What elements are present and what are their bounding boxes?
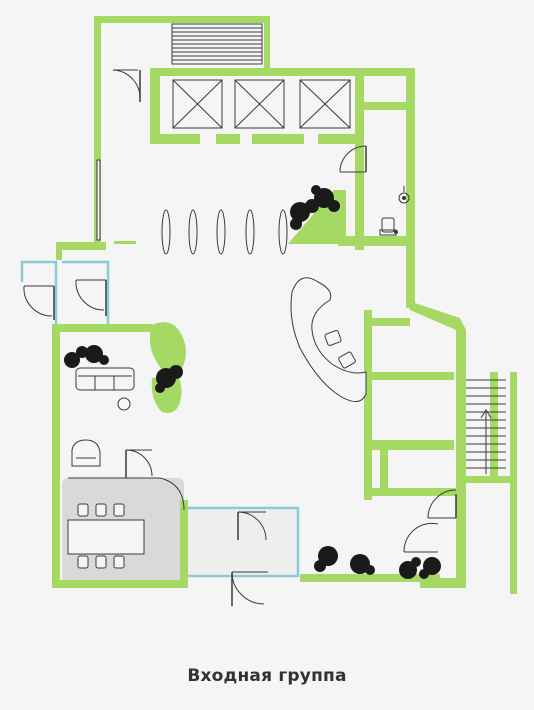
column-icon [216,209,226,255]
door-swing-icon [237,511,267,541]
glass-vestibule-left [20,260,58,324]
wall-wc-divider [362,102,412,110]
door-swing-icon [403,522,439,553]
reception-desk [290,277,367,402]
elevator-shaft-icon [234,79,285,129]
column-icon [161,209,171,255]
office-chair-icon [324,330,342,346]
wall-thin-marker [114,241,136,244]
staircase-icon [171,23,263,65]
plant-icon [85,345,109,365]
wall-elevator-bottom-a [150,134,200,144]
door-swing-icon [23,285,55,320]
wall-elevator-bottom-d [318,134,362,144]
window-strip [96,159,101,241]
wall-core-left [364,310,372,500]
wall-top-stair [94,16,270,23]
wall-bottom-planter [300,574,440,582]
plant-icon [399,557,421,579]
wall-planter-upper [150,322,186,372]
door-swing-icon [75,279,107,316]
wall-wc-left [355,68,364,250]
wall-right-upper [406,68,415,308]
office-chair-icon [113,555,125,569]
office-chair-icon [113,503,125,517]
plant-icon [350,554,375,575]
wall-bottom-right [420,578,466,588]
sofa-icon [75,367,135,391]
plants [64,185,441,579]
wall-elevator-bottom-c [252,134,304,144]
armchair-icon [71,439,101,467]
office-chair-icon [338,351,356,369]
office-chair-icon [95,503,107,517]
plant-icon [155,365,183,393]
door-swing-icon [231,571,268,606]
plant-icon [311,185,340,212]
column-icon [278,209,288,255]
floor-plan [20,16,517,606]
glass-partitions [20,260,300,578]
column-icon [188,209,198,255]
wall-meeting-right [180,500,188,588]
wall-bottom-left [52,580,187,588]
plant-icon [419,557,441,579]
wall-core-low [364,440,454,450]
office-chair-icon [77,503,89,517]
meeting-table-icon [67,519,145,555]
wall-core-inner [380,450,388,496]
office-chair-icon [77,555,89,569]
door-swing-icon [125,449,153,478]
elevator-shaft-icon [172,79,223,129]
wall-elevator-bottom-b [216,134,240,144]
wall-left-step-drop [56,242,62,260]
wall-elevator-top [150,68,415,76]
corridor-floor [188,508,298,576]
wall-wc-bottom [338,236,408,246]
wall-left-upper [94,16,101,244]
door-swing-icon [112,69,141,102]
wall-east-stair-outer [510,372,517,594]
glass-vestibule-right [62,260,110,324]
wall-core-mid [364,372,454,380]
wall-right-lower [456,330,466,588]
wall-stair-right [264,16,270,70]
plant-icon [64,346,88,368]
wall-core-bottom [364,488,456,496]
door-swing-icon [427,489,457,519]
wall-right-bend [406,300,466,370]
wall-east-stair-bottom [456,476,514,483]
up-arrow-icon [480,409,492,474]
sink-icon [398,186,410,204]
wall-elevator-left [150,68,160,144]
wall-lounge-top [52,324,152,332]
elevator-shaft-icon [299,79,351,129]
door-swing-icon [339,145,367,173]
side-table [117,397,131,411]
wall-left-lower [52,324,60,588]
column-icon [245,209,255,255]
glass-corridor [188,506,300,578]
wall-left-step [56,242,106,250]
wall-east-stair-inner [490,372,498,482]
toilet-icon [379,217,398,236]
plant-icon [314,546,338,572]
meeting-room-curve [68,477,185,511]
wall-core-top [364,318,410,326]
office-chair-icon [95,555,107,569]
floor-plan-caption: Входная группа [187,666,347,686]
